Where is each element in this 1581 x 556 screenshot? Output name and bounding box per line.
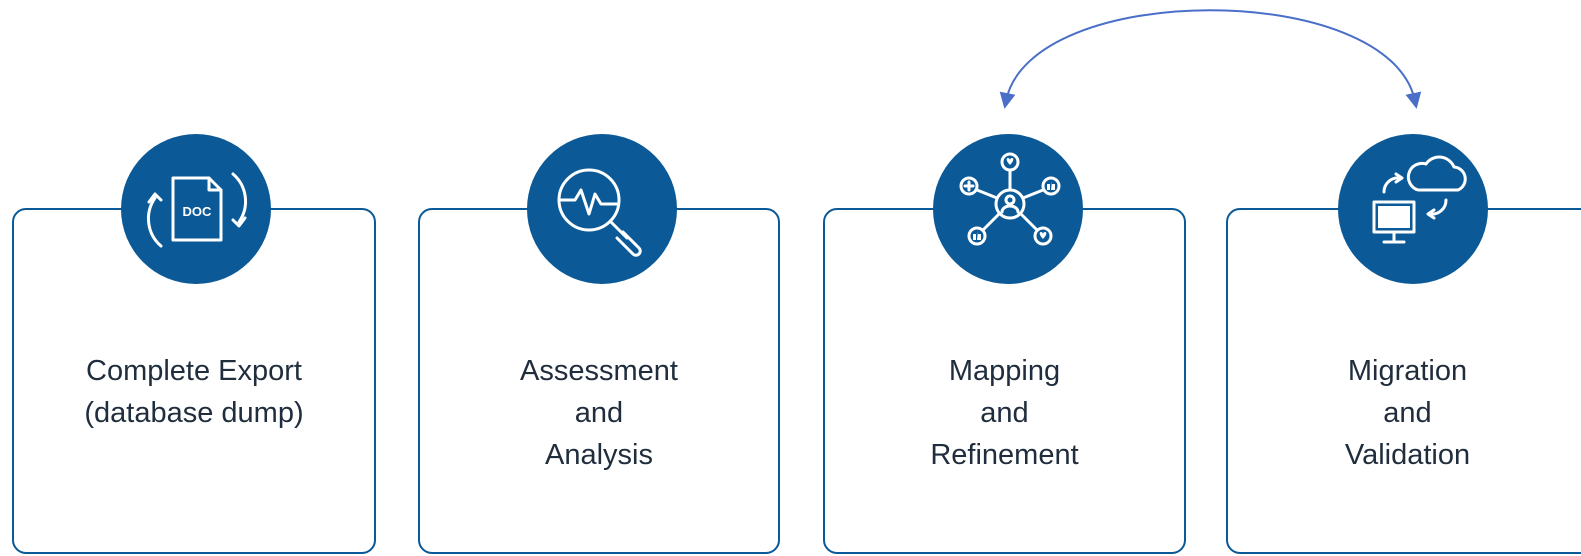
step-label-line: Complete Export <box>86 355 302 387</box>
step-label-assessment: Assessment and Analysis <box>420 350 778 476</box>
step-label-line: Refinement <box>930 439 1079 471</box>
step-label-line: Assessment <box>520 355 678 387</box>
step-label-line: Migration <box>1347 355 1468 387</box>
step-label-line: Mapping <box>948 355 1061 387</box>
cloud-sync-monitor-icon <box>1338 134 1488 284</box>
network-hub-icon <box>933 134 1083 284</box>
magnifier-pulse-icon <box>527 134 677 284</box>
step-label-line: and <box>574 397 624 429</box>
step-label-mapping: Mapping and Refinement <box>825 350 1184 476</box>
step-label-migration: Migration and Validation <box>1228 350 1581 476</box>
step-label-export: Complete Export (database dump) <box>14 350 374 434</box>
step-label-line: and <box>980 397 1029 429</box>
step-label-line: and <box>1383 397 1432 429</box>
doc-refresh-icon: DOC <box>121 134 271 284</box>
step-label-line: Validation <box>1344 439 1471 471</box>
step-label-line: Analysis <box>545 439 653 471</box>
svg-text:DOC: DOC <box>183 204 213 219</box>
step-label-line: (database dump) <box>84 397 304 429</box>
